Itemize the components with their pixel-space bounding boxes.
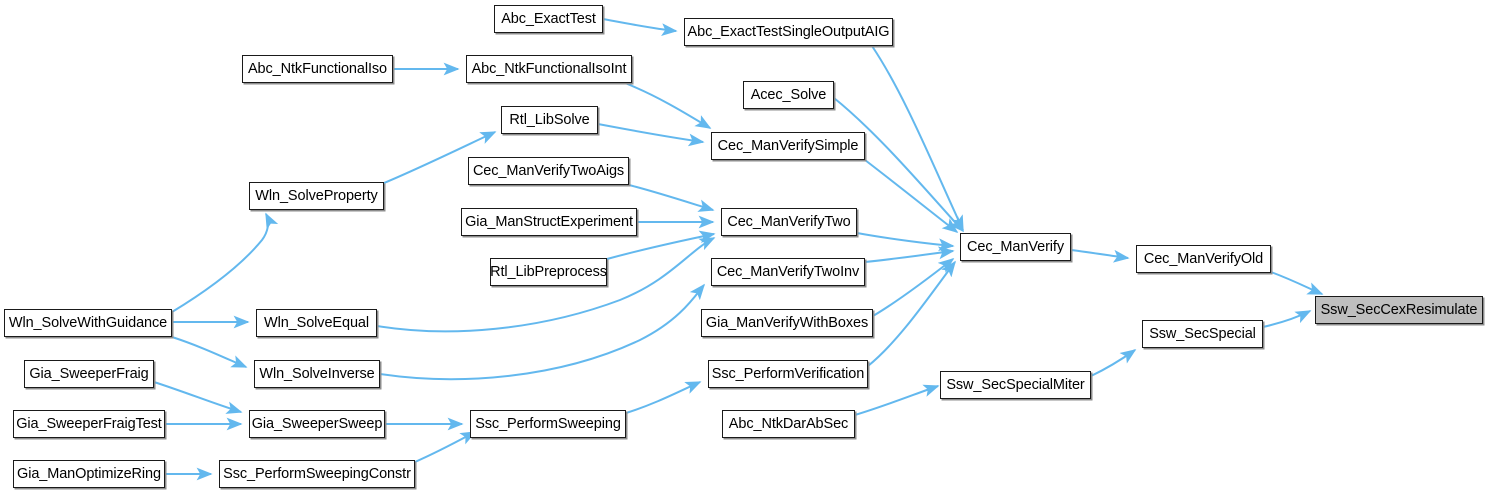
edge-n6-n11 [864,159,959,233]
graph-node-cec-manverifytwo[interactable]: Cec_ManVerifyTwo [721,208,857,236]
graph-node-cec-manverifytwoaigs[interactable]: Cec_ManVerifyTwoAigs [468,157,629,185]
graph-node-abc-ntkfunctionalisoint[interactable]: Abc_NtkFunctionalIsoInt [466,55,632,83]
graph-node-ssc-performsweeping[interactable]: Ssc_PerformSweeping [470,410,626,438]
edge-n27-n23 [854,384,940,416]
node-label: Abc_ExactTestSingleOutputAIG [687,23,890,40]
node-label: Cec_ManVerifyTwo [727,213,851,230]
edge-n18-n11 [872,258,955,317]
node-label: Abc_NtkDarAbSec [728,415,849,432]
node-label: Acec_Solve [750,86,827,103]
graph-node-wln-solveinverse[interactable]: Wln_SolveInverse [254,360,380,388]
edge-n0-n1 [602,18,678,37]
node-label: Ssw_SecSpecialMiter [946,376,1085,393]
node-label: Rtl_LibPreprocess [490,263,607,280]
graph-node-abc-exacttestsingleoutputaig[interactable]: Abc_ExactTestSingleOutputAIG [684,18,893,46]
edge-n12-n15 [1270,271,1324,295]
graph-node-abc-ntkdarabsec[interactable]: Abc_NtkDarAbSec [722,410,855,438]
graph-node-gia-manoptimizering[interactable]: Gia_ManOptimizeRing [13,460,165,488]
node-label: Gia_SweeperSweep [251,415,383,432]
graph-node-wln-solveproperty[interactable]: Wln_SolveProperty [249,182,384,210]
node-label: Cec_ManVerifySimple [717,137,859,154]
edge-n10-n11 [856,232,955,252]
node-label: Cec_ManVerifyTwoAigs [472,162,625,179]
node-label: Ssw_SecCexResimulate [1320,301,1478,318]
edge-n29-n26 [414,431,477,463]
edge-n7-n10 [628,184,715,212]
graph-node-gia-manstructexperiment[interactable]: Gia_ManStructExperiment [461,208,637,236]
node-label: Ssc_PerformSweeping [475,415,621,432]
edge-n11-n12 [1070,249,1130,263]
graph-node-ssw-seccexresimulate[interactable]: Ssw_SecCexResimulate [1315,296,1483,324]
edge-n5-n6 [597,123,705,147]
node-label: Ssc_PerformSweepingConstr [223,465,411,482]
graph-node-acec-solve[interactable]: Acec_Solve [743,81,834,109]
graph-node-cec-manverifyold[interactable]: Cec_ManVerifyOld [1136,245,1271,273]
graph-node-ssw-secspecial[interactable]: Ssw_SecSpecial [1142,320,1263,348]
edge-n26-n22 [625,381,702,414]
edge-n19-n15 [1262,310,1312,328]
node-label: Gia_SweeperFraigTest [16,415,162,432]
node-label: Rtl_LibSolve [509,111,590,128]
graph-node-rtl-libpreprocess[interactable]: Rtl_LibPreprocess [490,258,607,286]
edge-n23-n19 [1090,349,1137,377]
node-label: Gia_ManOptimizeRing [17,465,161,482]
graph-node-ssw-secspecialmiter[interactable]: Ssw_SecSpecialMiter [940,371,1091,399]
node-label: Ssw_SecSpecial [1149,325,1256,342]
node-label: Abc_NtkFunctionalIso [247,60,388,77]
node-label: Wln_SolveWithGuidance [8,314,168,331]
graph-node-gia-sweepersweep[interactable]: Gia_SweeperSweep [249,410,385,438]
node-label: Cec_ManVerifyOld [1143,250,1264,267]
graph-node-cec-manverifysimple[interactable]: Cec_ManVerifySimple [711,132,865,160]
graph-node-wln-solveequal[interactable]: Wln_SolveEqual [256,309,377,337]
graph-node-cec-manverify[interactable]: Cec_ManVerify [960,233,1071,261]
edge-n14-n11 [864,246,955,263]
node-label: Gia_SweeperFraig [29,365,149,382]
edge-n16-n21 [171,336,248,368]
graph-node-ssc-performverification[interactable]: Ssc_PerformVerification [708,360,868,388]
graph-node-abc-ntkfunctionaliso[interactable]: Abc_NtkFunctionalIso [242,55,393,83]
graph-node-gia-manverifywithboxes[interactable]: Gia_ManVerifyWithBoxes [701,309,873,337]
node-label: Wln_SolveEqual [264,314,369,331]
node-label: Abc_ExactTest [501,10,596,27]
edge-n21-n14 [379,283,706,381]
graph-node-cec-manverifytwoinv[interactable]: Cec_ManVerifyTwoInv [711,258,865,286]
node-label: Cec_ManVerifyTwoInv [716,263,860,280]
graph-node-wln-solvewithguidance[interactable]: Wln_SolveWithGuidance [4,309,172,337]
node-label: Wln_SolveProperty [255,187,378,204]
edge-n16-n8 [171,212,279,313]
node-label: Gia_ManVerifyWithBoxes [705,314,869,331]
node-label: Wln_SolveInverse [259,365,375,382]
graph-node-rtl-libsolve[interactable]: Rtl_LibSolve [501,106,598,134]
edge-n22-n11 [867,260,956,367]
node-label: Ssc_PerformVerification [711,365,865,382]
edge-n13-n10 [606,230,716,260]
graph-node-gia-sweeperfraigtest[interactable]: Gia_SweeperFraigTest [13,410,165,438]
node-label: Cec_ManVerify [966,238,1065,255]
graph-node-gia-sweeperfraig[interactable]: Gia_SweeperFraig [24,360,154,388]
graph-node-ssc-performsweepingconstr[interactable]: Ssc_PerformSweepingConstr [219,460,415,488]
edge-n20-n25 [153,381,243,414]
edge-n1-n11 [871,45,964,232]
edge-n3-n6 [624,82,712,129]
graph-node-abc-exacttest[interactable]: Abc_ExactTest [494,5,603,33]
node-label: Abc_NtkFunctionalIsoInt [471,60,627,77]
node-label: Gia_ManStructExperiment [465,213,633,230]
